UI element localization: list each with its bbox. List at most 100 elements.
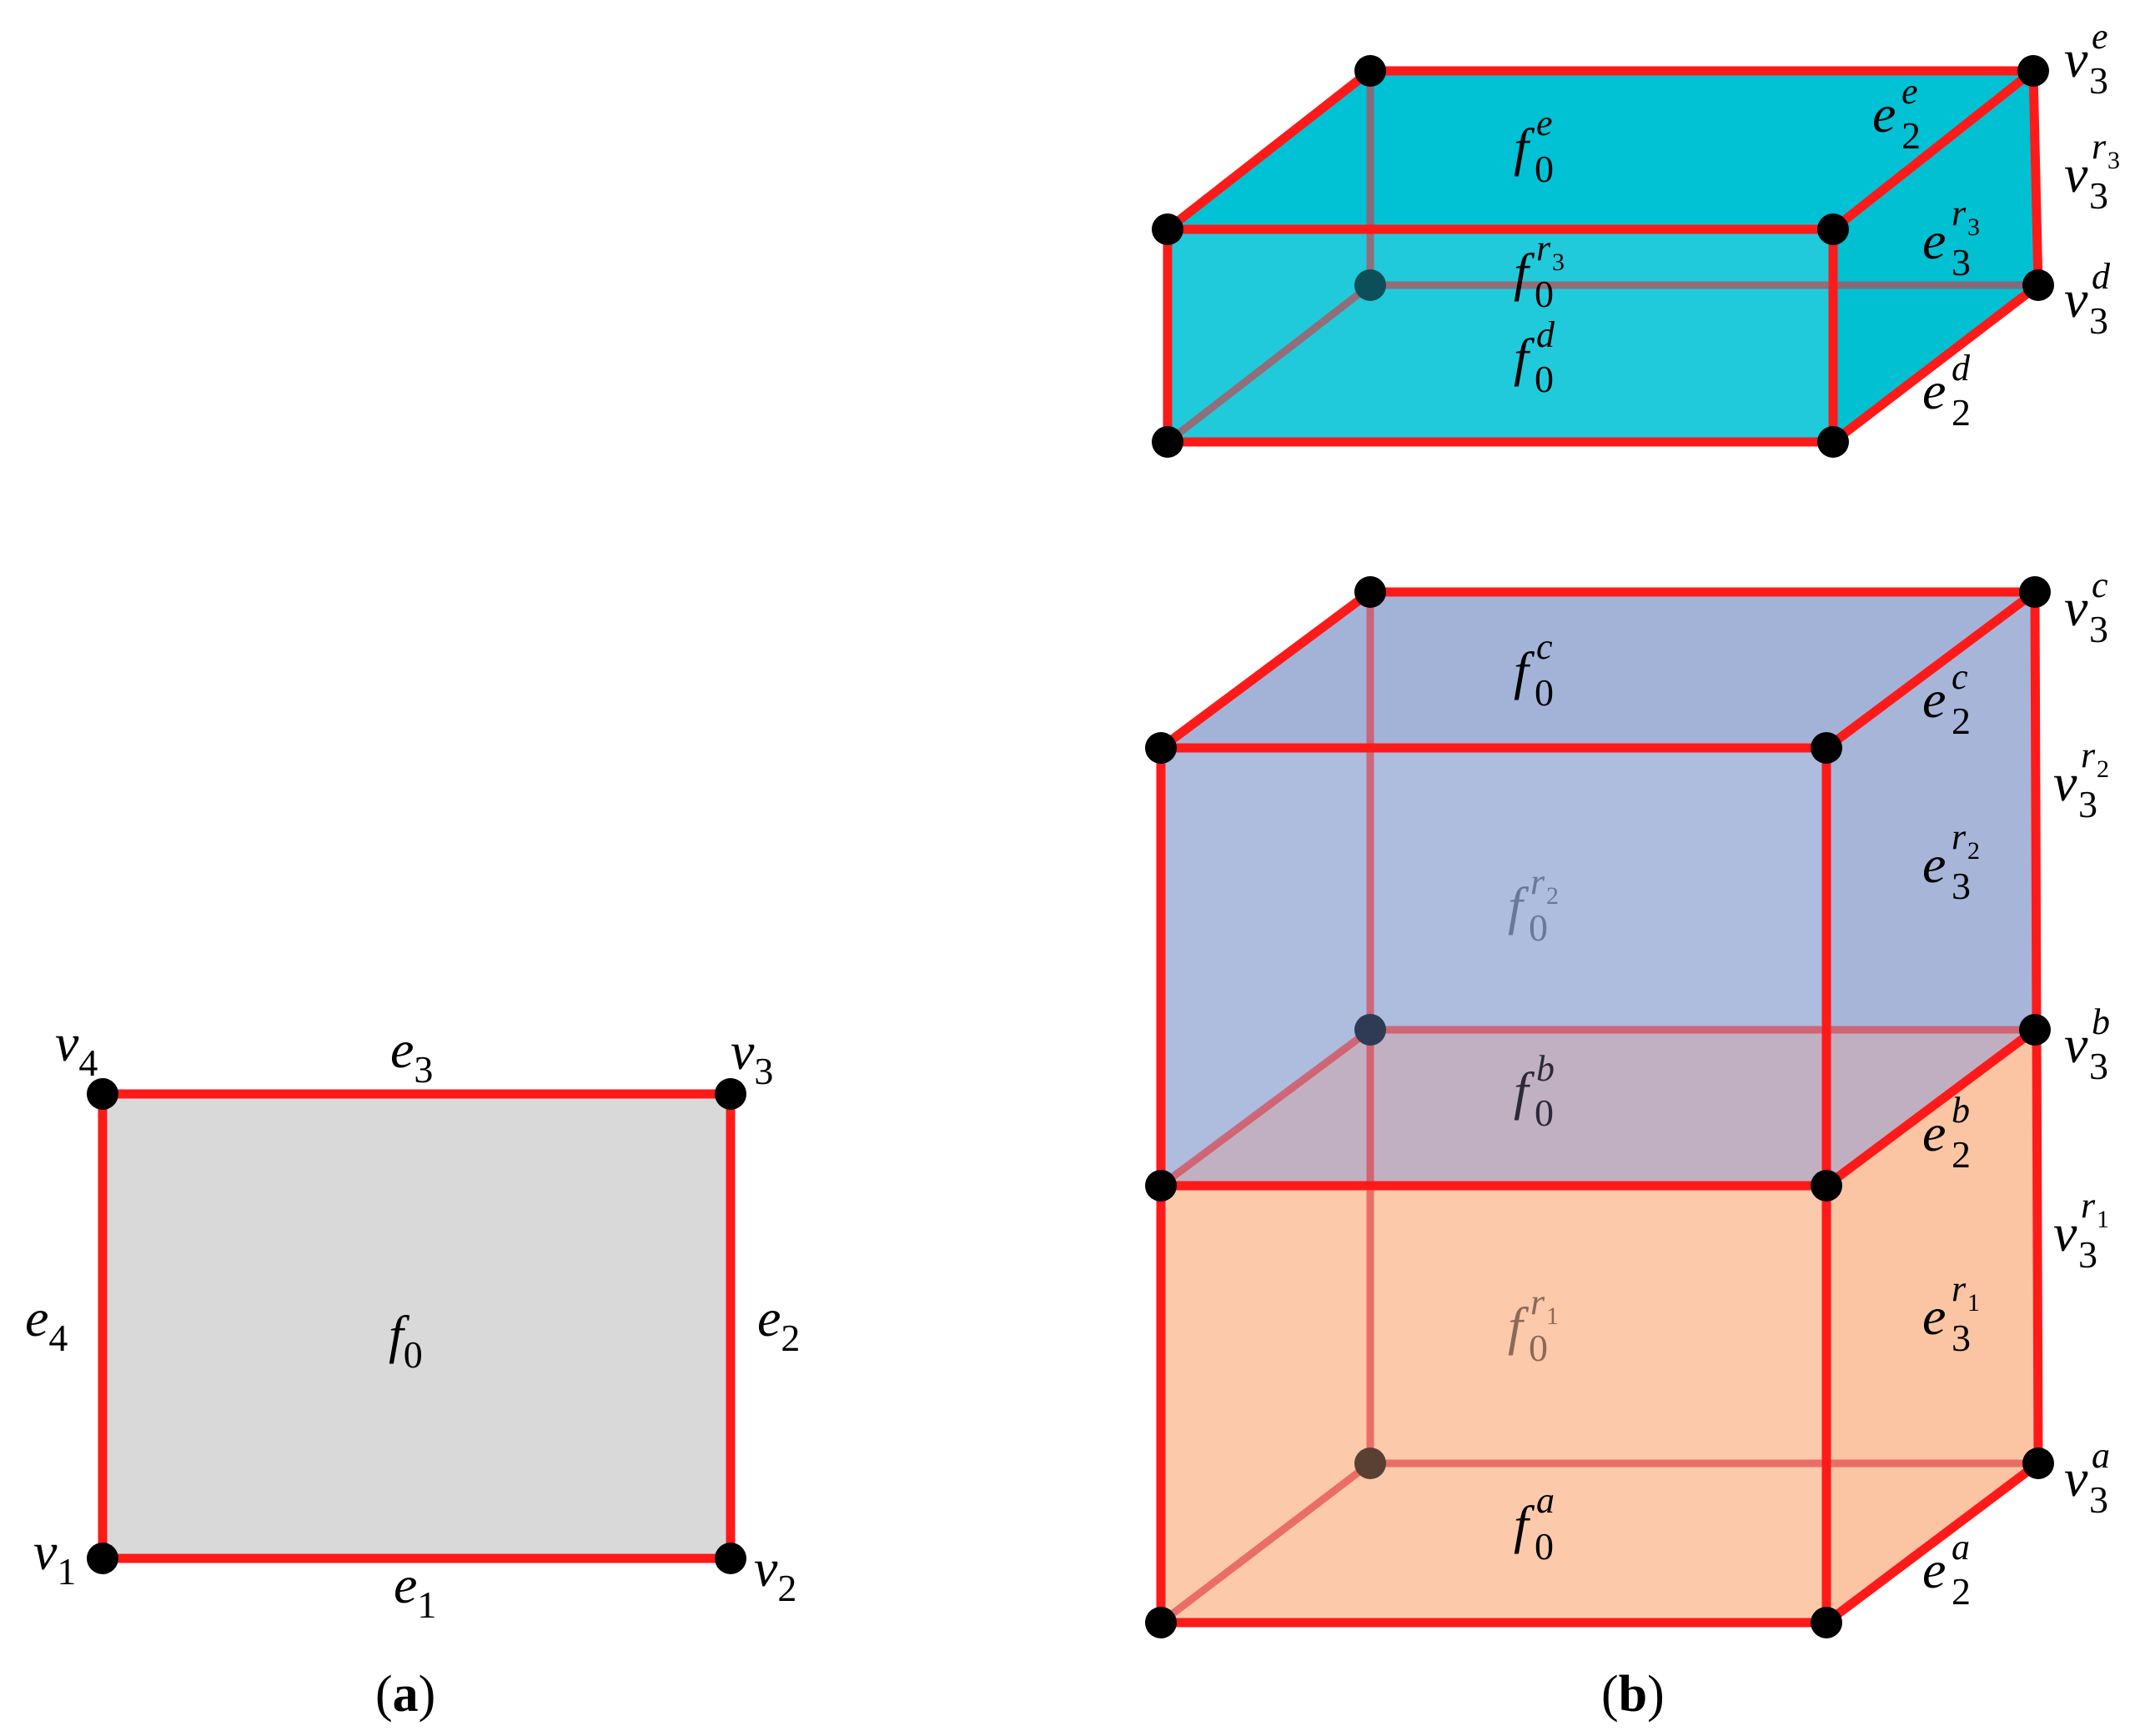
svg-text:r: r (1952, 193, 1967, 233)
svg-text:e: e (1922, 1540, 1946, 1599)
svg-text:c: c (1952, 656, 1968, 697)
svg-text:2: 2 (1967, 837, 1980, 865)
svg-text:r: r (1530, 1282, 1545, 1322)
svg-text:2: 2 (2097, 755, 2109, 783)
label-v3-b: v 3 b (2064, 1001, 2110, 1087)
panel-b-stacked-box (1145, 576, 2054, 1638)
svg-text:r: r (2092, 126, 2107, 167)
panel-b-top-box (1152, 55, 2054, 458)
stack-vertex-hidden (1354, 1448, 1386, 1479)
svg-text:e: e (1872, 84, 1896, 143)
label-e3: e3 (390, 1020, 433, 1091)
svg-text:v: v (2064, 1448, 2088, 1508)
svg-text:3: 3 (1952, 241, 1971, 283)
panel-a: v4 v3 v1 v2 e3 e1 e4 e2 f0 (a) (25, 1013, 800, 1723)
label-e2-b: e 2 b (1922, 1090, 1971, 1176)
vertex-v4-dot (87, 1078, 118, 1110)
svg-text:3: 3 (2089, 299, 2108, 342)
upper-cell-top-face (1161, 592, 2035, 748)
svg-text:2: 2 (1901, 114, 1921, 157)
label-v3-a: v 3 a (2064, 1435, 2110, 1521)
stack-edge-9 (1821, 1025, 2040, 1191)
label-f0-c: f 0 c (1514, 626, 1554, 714)
stack-vertex (2022, 1448, 2054, 1479)
svg-text:0: 0 (1535, 1525, 1554, 1568)
stack-vertex (1145, 1607, 1177, 1638)
stack-vertex (1811, 732, 1842, 764)
svg-text:2: 2 (1952, 391, 1971, 434)
svg-text:v: v (2053, 1203, 2077, 1262)
label-v3: v3 (731, 1021, 773, 1092)
svg-text:e: e (1922, 361, 1946, 420)
stack-edge-3 (1821, 587, 2040, 753)
caption-a: (a) (375, 1666, 435, 1723)
svg-text:e: e (1922, 835, 1946, 894)
label-v4: v4 (55, 1013, 98, 1084)
stack-vertex (1811, 1170, 1842, 1202)
svg-text:3: 3 (2089, 608, 2108, 650)
vertex-v2-dot (715, 1543, 746, 1574)
svg-text:d: d (2092, 256, 2111, 297)
svg-text:3: 3 (1967, 213, 1980, 241)
svg-text:0: 0 (1535, 273, 1554, 315)
svg-text:r: r (2081, 1185, 2096, 1226)
top-box-edge-3 (1828, 66, 2038, 234)
top-box-vertex (2017, 55, 2049, 87)
top-box-vertex-hidden (1354, 269, 1386, 301)
svg-text:3: 3 (2078, 783, 2097, 825)
stack-vertex (2019, 576, 2051, 608)
stack-vertex (1145, 1170, 1177, 1202)
svg-text:0: 0 (1535, 1091, 1554, 1134)
svg-text:2: 2 (1952, 1133, 1971, 1176)
label-v3-r3: v 3 r 3 (2064, 126, 2120, 217)
svg-text:v: v (2064, 29, 2088, 88)
svg-text:r: r (1952, 1268, 1967, 1309)
svg-text:0: 0 (1535, 148, 1554, 190)
label-v1: v1 (33, 1522, 76, 1593)
svg-text:v: v (2064, 1015, 2088, 1074)
svg-text:b: b (1536, 1048, 1555, 1089)
top-box-vertex (1817, 426, 1849, 458)
label-e3-r3: e 3 r 3 (1922, 193, 1980, 283)
svg-text:c: c (1536, 626, 1553, 667)
label-v3-r2: v 3 r 2 (2053, 735, 2109, 825)
stack-vertex (1811, 1607, 1842, 1638)
face-f0-rect (103, 1094, 731, 1558)
vertex-v3-dot (715, 1078, 746, 1110)
label-v3-e: v 3 e (2064, 16, 2108, 102)
stack-vertex (1145, 732, 1177, 764)
label-v3-r1: v 3 r 1 (2053, 1185, 2109, 1276)
label-e2-d: e 2 d (1922, 348, 1971, 434)
lower-cell-right-face (1826, 1030, 2038, 1623)
svg-text:1: 1 (1967, 1289, 1980, 1317)
svg-text:b: b (2092, 1001, 2110, 1042)
top-box-hidden-edge-depth (1163, 281, 1374, 446)
svg-text:2: 2 (1952, 700, 1971, 742)
label-e3-r2: e 3 r 2 (1922, 816, 1980, 907)
svg-text:3: 3 (1552, 248, 1565, 276)
stack-vertex (1354, 576, 1386, 608)
svg-text:a: a (1536, 1480, 1555, 1521)
top-box-right-face (1833, 71, 2038, 442)
top-box-edge-7 (2028, 66, 2043, 290)
svg-text:a: a (2092, 1435, 2110, 1476)
svg-text:v: v (2064, 269, 2088, 329)
svg-text:a: a (1952, 1527, 1970, 1568)
svg-text:b: b (1952, 1090, 1970, 1131)
svg-text:r: r (1536, 228, 1551, 268)
svg-text:r: r (2081, 735, 2096, 775)
svg-text:e: e (2092, 16, 2108, 57)
svg-text:2: 2 (1952, 1570, 1971, 1613)
lower-cell-front-face (1161, 1186, 1826, 1623)
svg-text:2: 2 (1546, 882, 1559, 910)
svg-text:1: 1 (1546, 1302, 1559, 1330)
svg-text:0: 0 (1529, 1327, 1548, 1369)
svg-text:3: 3 (2078, 1233, 2097, 1276)
svg-text:e: e (1922, 1287, 1946, 1346)
top-box-front-face (1168, 229, 1833, 442)
top-box-vertex (1152, 213, 1183, 245)
label-v2: v2 (754, 1538, 796, 1609)
label-e2-c: e 2 c (1922, 656, 1971, 742)
svg-text:r: r (1952, 816, 1967, 857)
